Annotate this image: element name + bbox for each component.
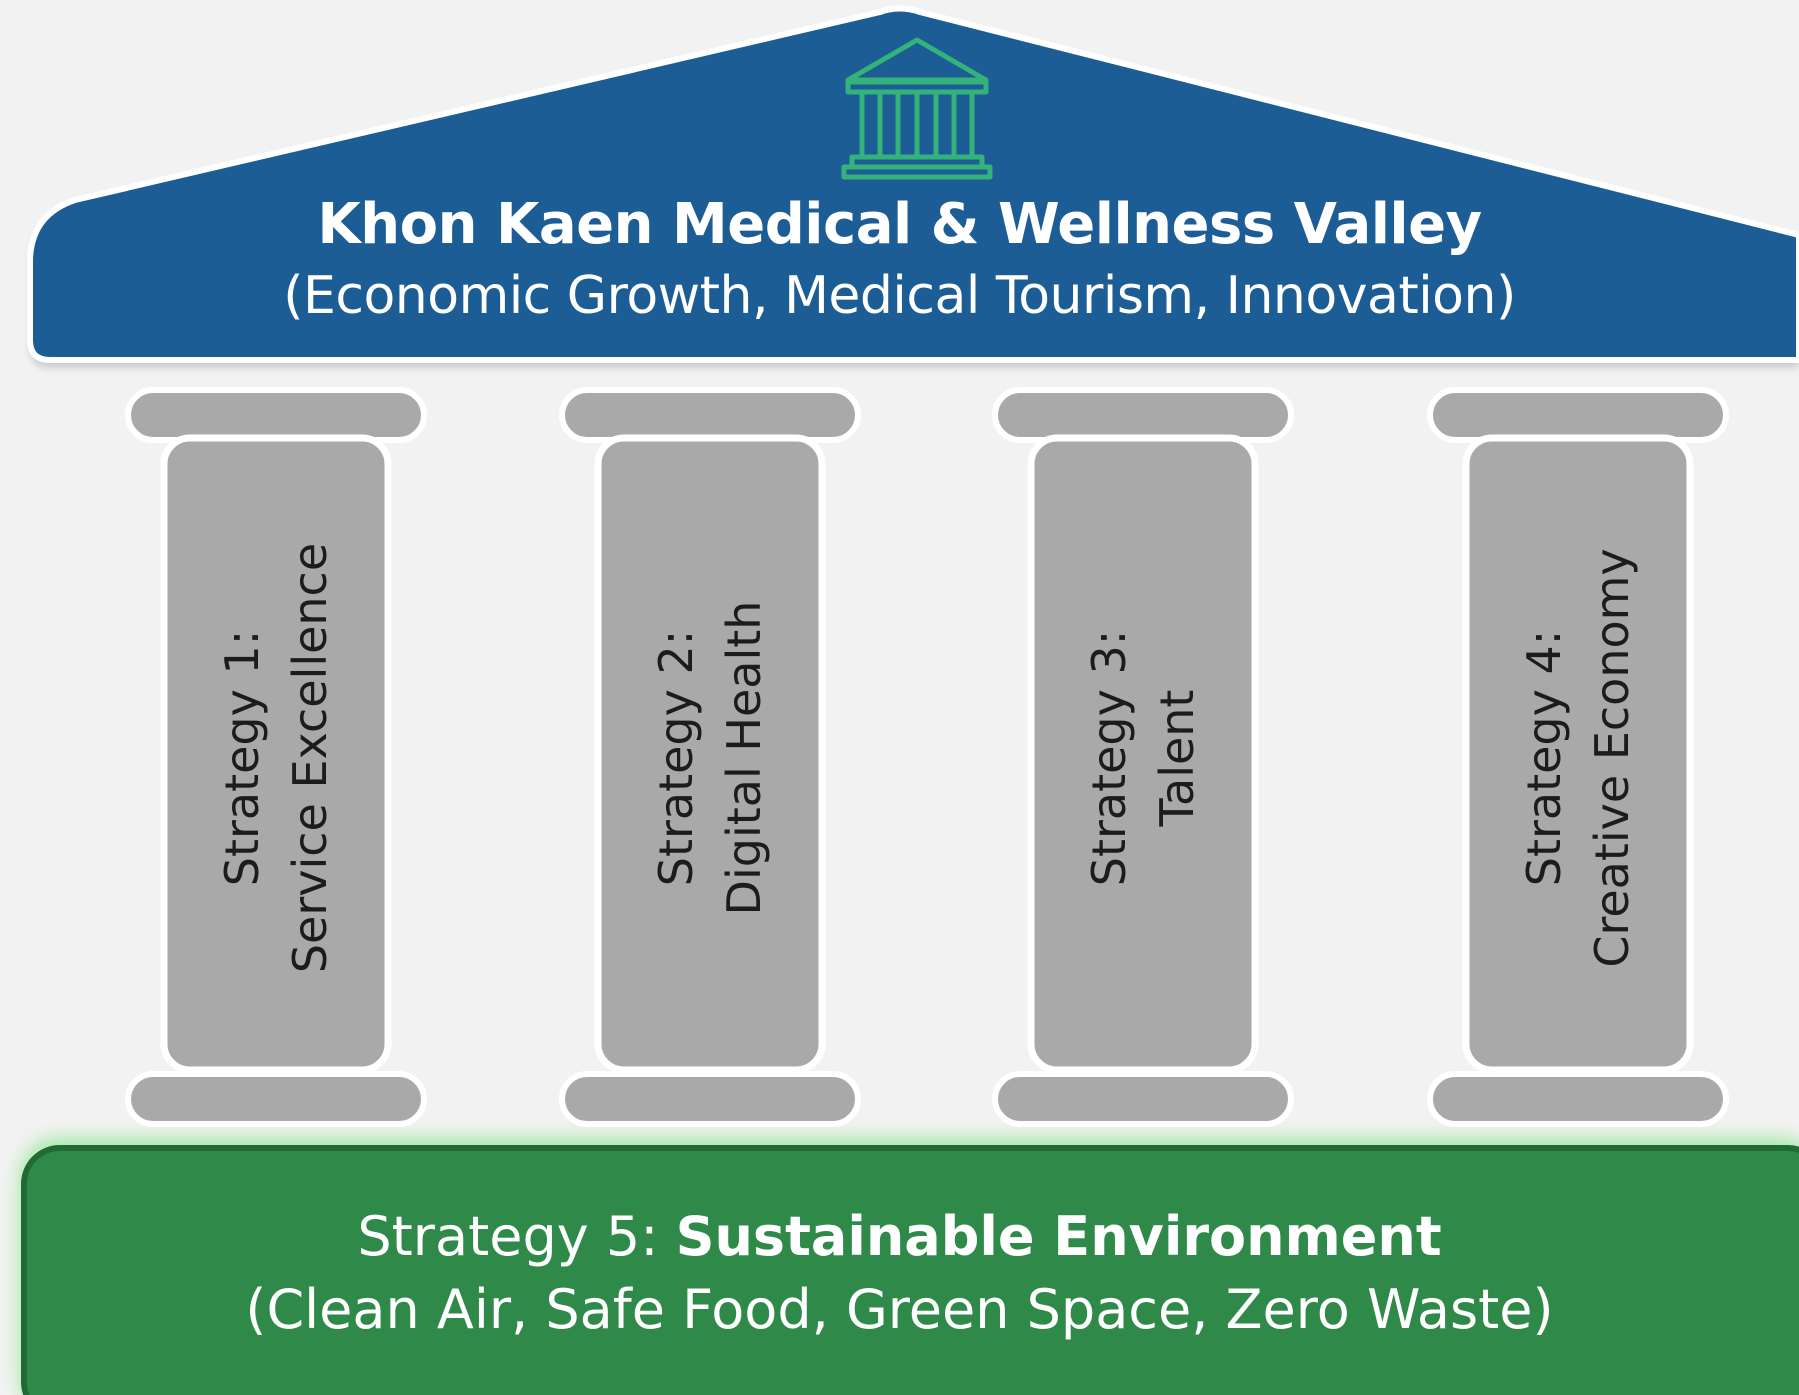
pillar-4-line1: Strategy 4:	[1517, 629, 1571, 887]
roof-subtitle: (Economic Growth, Medical Tourism, Innov…	[283, 266, 1516, 326]
roof-title: Khon Kaen Medical & Wellness Valley	[317, 192, 1482, 257]
pillar-1-capital	[125, 387, 427, 443]
pillar-2-line2: Digital Health	[717, 600, 771, 916]
pillar-3-label: Strategy 3: Talent	[1075, 448, 1211, 1068]
pillar-1-shaft	[160, 434, 392, 1074]
pillar-2-capital	[559, 387, 861, 443]
pillars-group	[125, 387, 1729, 1127]
base-prefix: Strategy 5:	[357, 1205, 676, 1268]
classical-building-icon	[841, 37, 993, 180]
pillar-1-line2: Service Excellence	[283, 542, 337, 974]
base-subtitle: (Clean Air, Safe Food, Green Space, Zero…	[245, 1278, 1554, 1341]
pillar-1-plinth	[125, 1071, 427, 1127]
pillar-2-plinth	[559, 1071, 861, 1127]
pillar-2-shaft	[594, 434, 826, 1074]
pillar-4-capital	[1427, 387, 1729, 443]
pillar-4-label: Strategy 4: Creative Economy	[1510, 448, 1646, 1068]
base-platform	[21, 1145, 1799, 1395]
pillar-1-line1: Strategy 1:	[215, 629, 269, 887]
base-title: Strategy 5: Sustainable Environment	[0, 1205, 1799, 1268]
roof-pediment	[27, 5, 1799, 363]
pillar-3-shaft	[1027, 434, 1259, 1074]
base-title-strong: Sustainable Environment	[675, 1205, 1442, 1268]
pillar-4-line2: Creative Economy	[1585, 548, 1639, 968]
pillar-2-line1: Strategy 2:	[649, 629, 703, 887]
pillar-3-capital	[992, 387, 1294, 443]
pillar-3-line1: Strategy 3:	[1082, 629, 1136, 887]
pillar-3-line2: Talent	[1150, 689, 1204, 827]
pillar-4-plinth	[1427, 1071, 1729, 1127]
pillar-2-label: Strategy 2: Digital Health	[642, 448, 778, 1068]
pillar-4-shaft	[1462, 434, 1694, 1074]
pillar-1-label: Strategy 1: Service Excellence	[208, 448, 344, 1068]
pillar-3-plinth	[992, 1071, 1294, 1127]
